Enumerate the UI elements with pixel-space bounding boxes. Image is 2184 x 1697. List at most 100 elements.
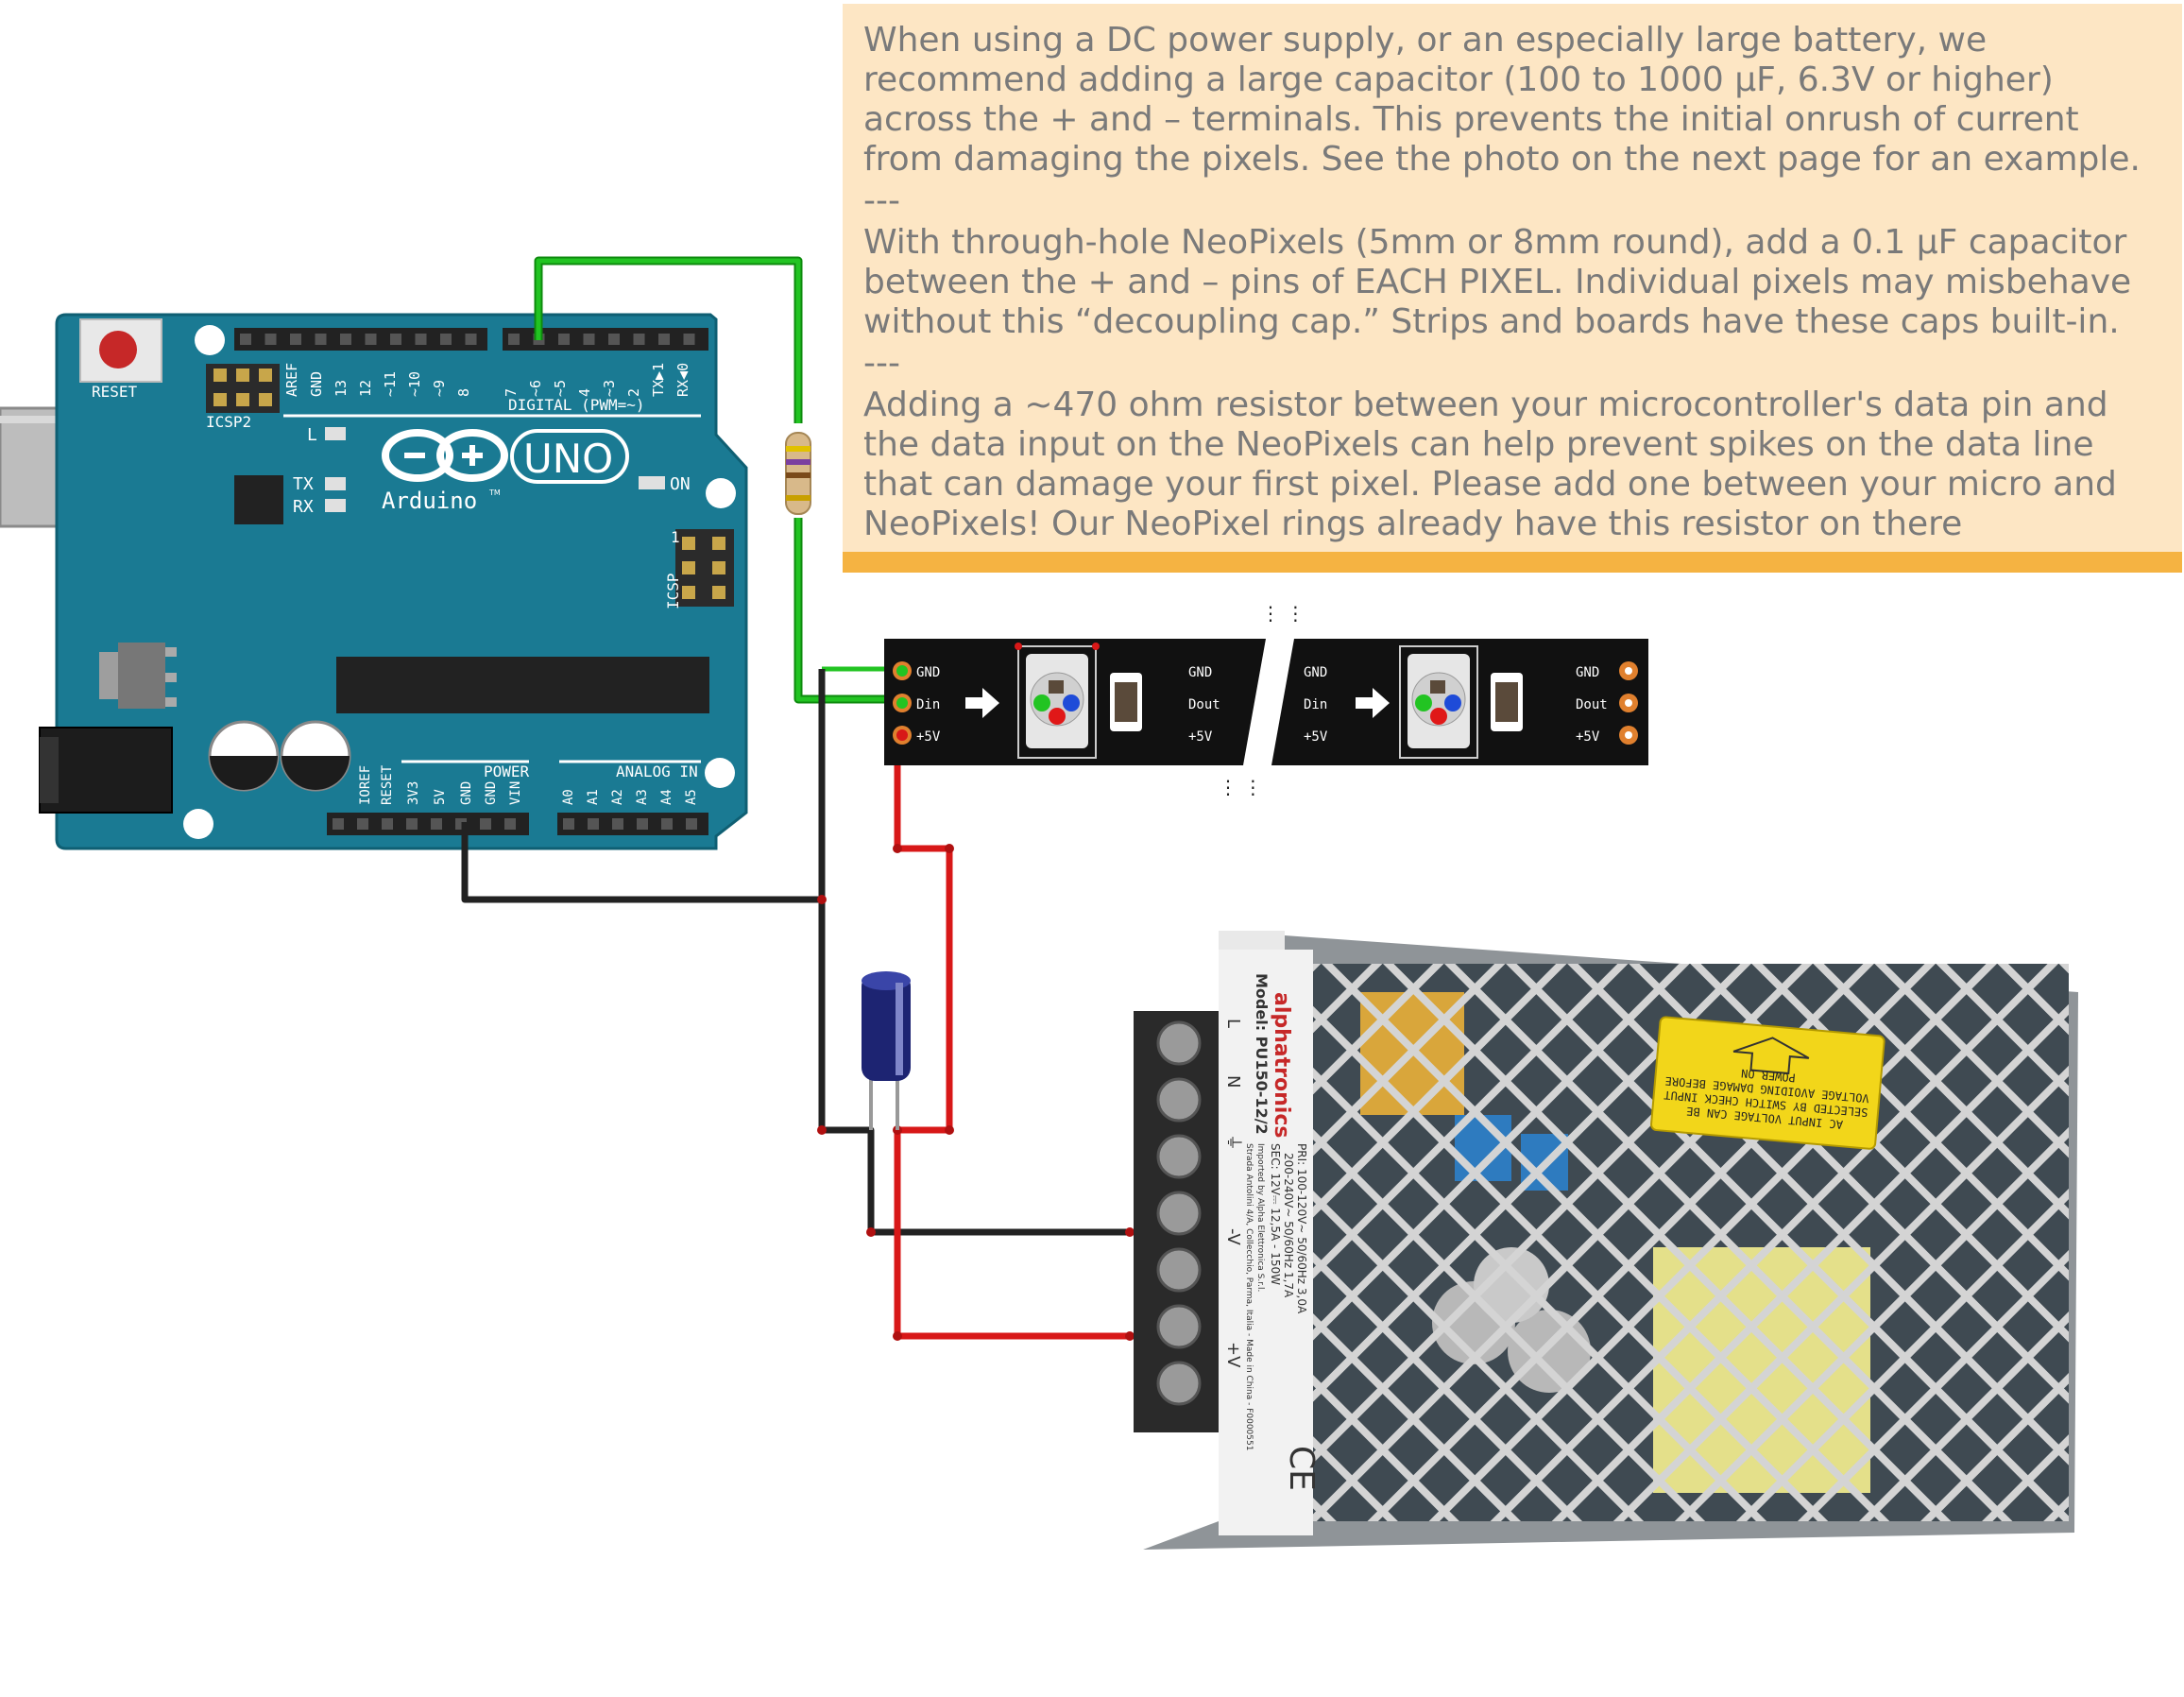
psu-brand: alphatronics bbox=[1270, 992, 1293, 1138]
psu-label-panel bbox=[1219, 950, 1313, 1535]
terminal-screws bbox=[1156, 1020, 1202, 1406]
arduino-logo bbox=[382, 429, 629, 484]
header-hole bbox=[290, 334, 301, 345]
psu-address: Strada Antolini 4/A, Collecchio, Parma, … bbox=[1244, 1143, 1254, 1450]
header-hole bbox=[508, 334, 520, 345]
digital-pin-label: ~5 bbox=[552, 380, 569, 397]
psu-terminal-label: -V bbox=[1223, 1228, 1243, 1245]
header-hole bbox=[382, 818, 393, 830]
terminal-screw bbox=[1156, 1247, 1202, 1293]
strip-pin-label: +5V bbox=[916, 729, 941, 745]
power-pin-label: 5V bbox=[433, 789, 448, 805]
decoupling-capacitor-smd bbox=[1491, 673, 1523, 731]
strip-pin-label: Dout bbox=[1188, 697, 1220, 712]
rx-label: RX bbox=[293, 497, 314, 517]
header-hole bbox=[563, 818, 574, 830]
header-hole bbox=[683, 334, 695, 345]
strip-pin-label: GND bbox=[1304, 665, 1327, 680]
barrel-jack bbox=[39, 727, 173, 814]
reset-button[interactable] bbox=[79, 318, 162, 383]
header-hole bbox=[558, 334, 570, 345]
ce-mark: CE bbox=[1282, 1446, 1321, 1491]
digital-pin-label: 12 bbox=[357, 380, 374, 397]
power-pin-label: VIN bbox=[508, 781, 523, 805]
psu-spec-text: alphatronics Model: PU150-12/2 PRI: 100-… bbox=[1244, 973, 1321, 1491]
header-hole bbox=[633, 334, 645, 345]
trademark-text: TM bbox=[488, 489, 501, 497]
data-wire-green bbox=[795, 518, 912, 702]
header-hole bbox=[365, 334, 377, 345]
digital-pin-label: 4 bbox=[576, 388, 593, 397]
digital-pin-label: ~9 bbox=[431, 380, 448, 397]
header-hole bbox=[315, 334, 327, 345]
psu-pri: PRI: 100-120V~ 50/60Hz 3,0A bbox=[1295, 1143, 1308, 1314]
rx-led bbox=[325, 499, 346, 512]
arduino-logo-text: Arduino bbox=[382, 488, 477, 514]
strip-pin-label: GND bbox=[1188, 665, 1212, 680]
icsp-label: ICSP bbox=[664, 573, 682, 609]
header-hole bbox=[686, 818, 697, 830]
power-pin-label: GND bbox=[459, 781, 474, 805]
resistor-470-ohm bbox=[785, 432, 811, 515]
header-hole bbox=[480, 818, 491, 830]
power-supply: LN⏚-V+V alphatronics Model: PU150-12/2 P… bbox=[1134, 931, 2078, 1550]
terminal-screw bbox=[1156, 1304, 1202, 1349]
usb-chip bbox=[234, 475, 283, 524]
header-hole bbox=[612, 818, 623, 830]
header-hole bbox=[431, 818, 442, 830]
voltage-regulator bbox=[99, 643, 177, 709]
decoupling-capacitor-smd bbox=[1110, 673, 1142, 731]
strip-break-mark: ⋮ ⋮ bbox=[1219, 776, 1262, 798]
digital-pin-label: TX▶1 bbox=[650, 363, 667, 397]
psu-terminal-label: L bbox=[1223, 1019, 1243, 1028]
psu-model: Model: PU150-12/2 bbox=[1253, 973, 1271, 1135]
digital-pin-label: AREF bbox=[283, 363, 300, 397]
neopixel-led bbox=[1399, 645, 1478, 759]
strip-middle-right-pin-labels: GND Dout +5V bbox=[1188, 665, 1220, 745]
tx-led bbox=[325, 477, 346, 490]
analog-pin-label: A1 bbox=[586, 789, 601, 805]
strip-break-mark: ⋮ ⋮ bbox=[1261, 602, 1305, 625]
header-hole bbox=[504, 818, 516, 830]
strip-pin-label: +5V bbox=[1188, 729, 1213, 745]
analog-pin-label: A4 bbox=[659, 789, 674, 805]
header-hole bbox=[333, 818, 344, 830]
digital-pin-label: ~11 bbox=[382, 371, 399, 397]
digital-pin-label: 8 bbox=[455, 388, 472, 397]
analog-pin-label: A2 bbox=[610, 789, 625, 805]
analog-pin-label: A0 bbox=[561, 789, 576, 805]
on-led bbox=[639, 476, 665, 489]
board-body bbox=[55, 313, 748, 850]
analog-pin-label: A5 bbox=[684, 789, 699, 805]
mounting-hole bbox=[705, 758, 735, 788]
analog-header bbox=[557, 813, 708, 835]
strip-pin-label: Din bbox=[916, 697, 940, 712]
terminal-screw bbox=[1156, 1191, 1202, 1236]
psu-terminal-label: ⏚ bbox=[1223, 1134, 1243, 1151]
wire-junctions bbox=[817, 844, 1135, 1341]
power-pin-label: RESET bbox=[380, 764, 395, 805]
header-hole bbox=[583, 334, 595, 345]
header-hole bbox=[658, 334, 670, 345]
icsp2-label: ICSP2 bbox=[206, 413, 251, 431]
digital-pin-label: ~10 bbox=[406, 371, 423, 397]
power-wire bbox=[894, 733, 1130, 1340]
l-label: L bbox=[307, 425, 317, 445]
digital-pin-label: 2 bbox=[625, 388, 642, 397]
atmega-chip bbox=[336, 657, 709, 713]
mounting-hole bbox=[706, 478, 736, 508]
digital-pin-label: ~6 bbox=[527, 380, 544, 397]
icsp2-header bbox=[206, 364, 280, 413]
icsp-header bbox=[675, 529, 734, 607]
power-header-holes bbox=[333, 818, 697, 830]
strip-pin-label: +5V bbox=[1304, 729, 1328, 745]
analog-pin-label: A3 bbox=[635, 789, 650, 805]
header-hole bbox=[264, 334, 277, 345]
terminal-screw bbox=[1156, 1134, 1202, 1179]
electrolytic-capacitor bbox=[862, 971, 911, 1130]
board-capacitor bbox=[280, 720, 351, 792]
